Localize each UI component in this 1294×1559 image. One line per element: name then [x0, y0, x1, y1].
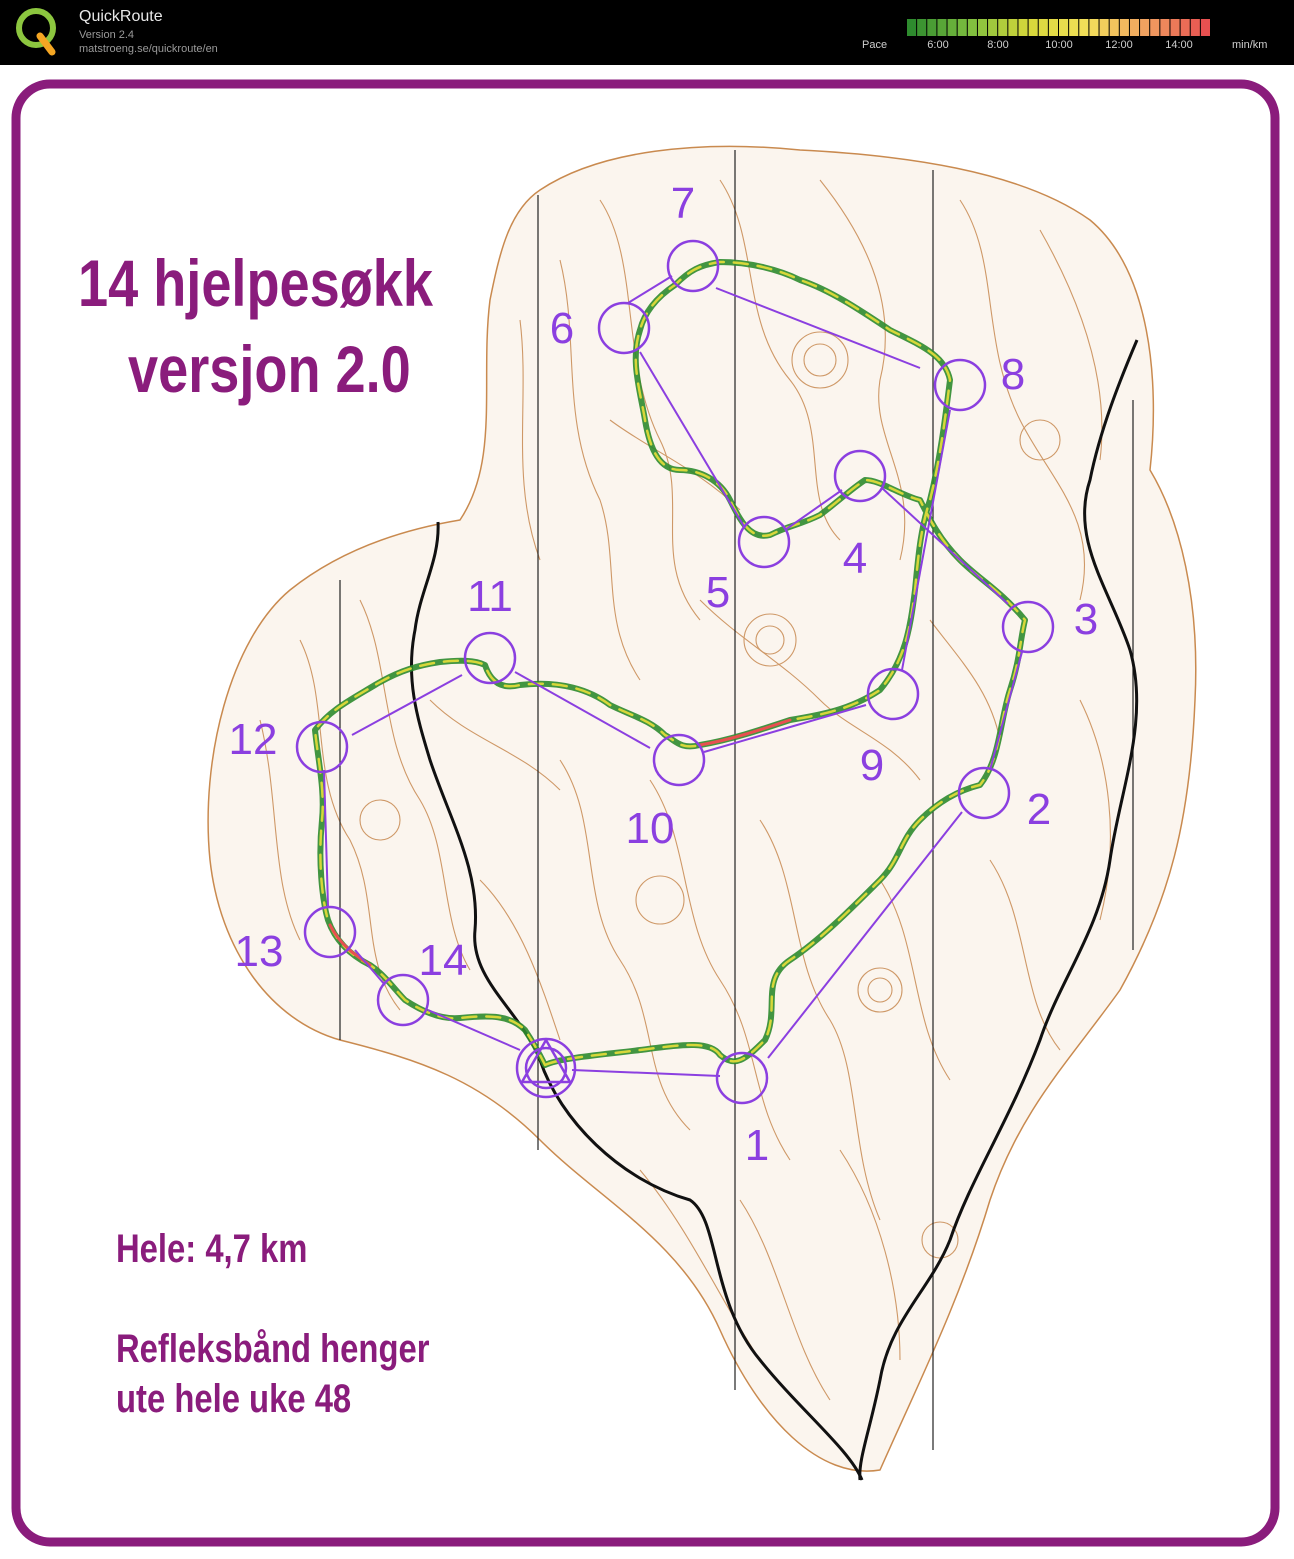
control-circle-14	[376, 973, 430, 1027]
control-number: 7	[670, 179, 696, 228]
control-number: 12	[228, 715, 278, 764]
control-circle-2	[957, 766, 1011, 820]
course-lines	[323, 275, 1023, 1077]
note-line-2: ute hele uke 48	[116, 1377, 352, 1421]
pace-scale-cell	[927, 19, 937, 36]
quickroute-logo-icon	[16, 8, 56, 56]
pace-scale-cell	[1160, 19, 1170, 36]
app-url: matstroeng.se/quickroute/en	[79, 43, 218, 55]
app-version: Version 2.4	[79, 29, 135, 41]
pace-scale-cell	[988, 19, 998, 36]
pace-scale-cell	[1069, 19, 1079, 36]
pace-scale-cell	[1008, 19, 1018, 36]
pace-scale-cell	[1119, 19, 1129, 36]
pace-scale-cell	[967, 19, 977, 36]
control-number: 1	[744, 1121, 770, 1170]
pace-scale-cell	[1048, 19, 1058, 36]
control-circle-12	[295, 720, 349, 774]
control-number: 14	[418, 936, 468, 985]
pace-scale-cell	[947, 19, 957, 36]
pace-scale-cell	[1190, 19, 1200, 36]
terrain-outline	[207, 145, 1197, 1472]
pace-scale-cell	[1028, 19, 1038, 36]
pace-scale-cell	[977, 19, 988, 36]
control-number: 6	[549, 304, 575, 353]
app-title: QuickRoute	[79, 8, 163, 25]
pace-scale-cell	[1180, 19, 1190, 36]
control-circle-10	[652, 733, 706, 787]
control-circle-7	[666, 239, 720, 293]
pace-scale-cell	[1089, 19, 1099, 36]
pace-scale-cell	[1109, 19, 1119, 36]
pace-label: Pace	[862, 39, 888, 51]
pace-scale-cell	[998, 19, 1008, 36]
pace-scale-cell	[1150, 19, 1160, 36]
pace-scale-cell	[1018, 19, 1028, 36]
pace-tick: 12:00	[1105, 39, 1133, 51]
pace-tick: 10:00	[1045, 39, 1073, 51]
pace-unit: min/km	[1232, 39, 1268, 51]
control-number: 4	[842, 534, 868, 583]
control-circle-11	[463, 631, 517, 685]
control-number: 3	[1073, 595, 1099, 644]
control-circle-1	[715, 1051, 769, 1105]
control-number: 13	[234, 927, 284, 976]
control-number: 5	[705, 568, 731, 617]
pace-scale-cell	[907, 19, 917, 36]
control-circle-8	[933, 358, 987, 412]
pace-tick: 6:00	[927, 39, 949, 51]
pace-scale-cell	[1079, 19, 1089, 36]
route-slow-segment	[698, 718, 792, 747]
orienteering-map	[11, 79, 1280, 1547]
control-circle-4	[833, 449, 887, 503]
control-number: 9	[859, 741, 885, 790]
pace-scale-cell	[1059, 19, 1069, 36]
map-title-line-2: versjon 2.0	[128, 332, 411, 406]
start-finish-marker	[515, 1037, 577, 1099]
pace-tick: 14:00	[1165, 39, 1193, 51]
control-number: 10	[625, 804, 675, 853]
map-title-line-1: 14 hjelpesøkk	[78, 246, 433, 320]
control-number: 2	[1026, 785, 1052, 834]
note-line-1: Refleksbånd henger	[116, 1327, 430, 1371]
control-number: 8	[1000, 350, 1026, 399]
control-circle-3	[1001, 600, 1055, 654]
app-header: QuickRoute Version 2.4 matstroeng.se/qui…	[0, 0, 1294, 65]
control-circle-5	[737, 515, 791, 569]
pace-scale-cell	[1170, 19, 1180, 36]
course-distance: Hele: 4,7 km	[116, 1227, 308, 1271]
pace-scale-cell	[937, 19, 947, 36]
pace-scale-cell	[1129, 19, 1140, 36]
pace-scale-cell	[1099, 19, 1109, 36]
trail-lines	[409, 339, 1139, 1481]
control-circle-9	[866, 667, 920, 721]
control-circles	[295, 239, 1055, 1105]
pace-color-scale	[907, 19, 1210, 36]
control-circle-6	[597, 301, 651, 355]
pace-scale-cell	[1038, 19, 1048, 36]
control-number: 11	[467, 572, 513, 621]
pace-scale-cell	[917, 19, 927, 36]
pace-scale-cell	[1200, 19, 1210, 36]
pace-scale-cell	[957, 19, 967, 36]
pace-tick: 8:00	[987, 39, 1009, 51]
control-circle-13	[303, 905, 357, 959]
pace-scale-cell	[1140, 19, 1150, 36]
